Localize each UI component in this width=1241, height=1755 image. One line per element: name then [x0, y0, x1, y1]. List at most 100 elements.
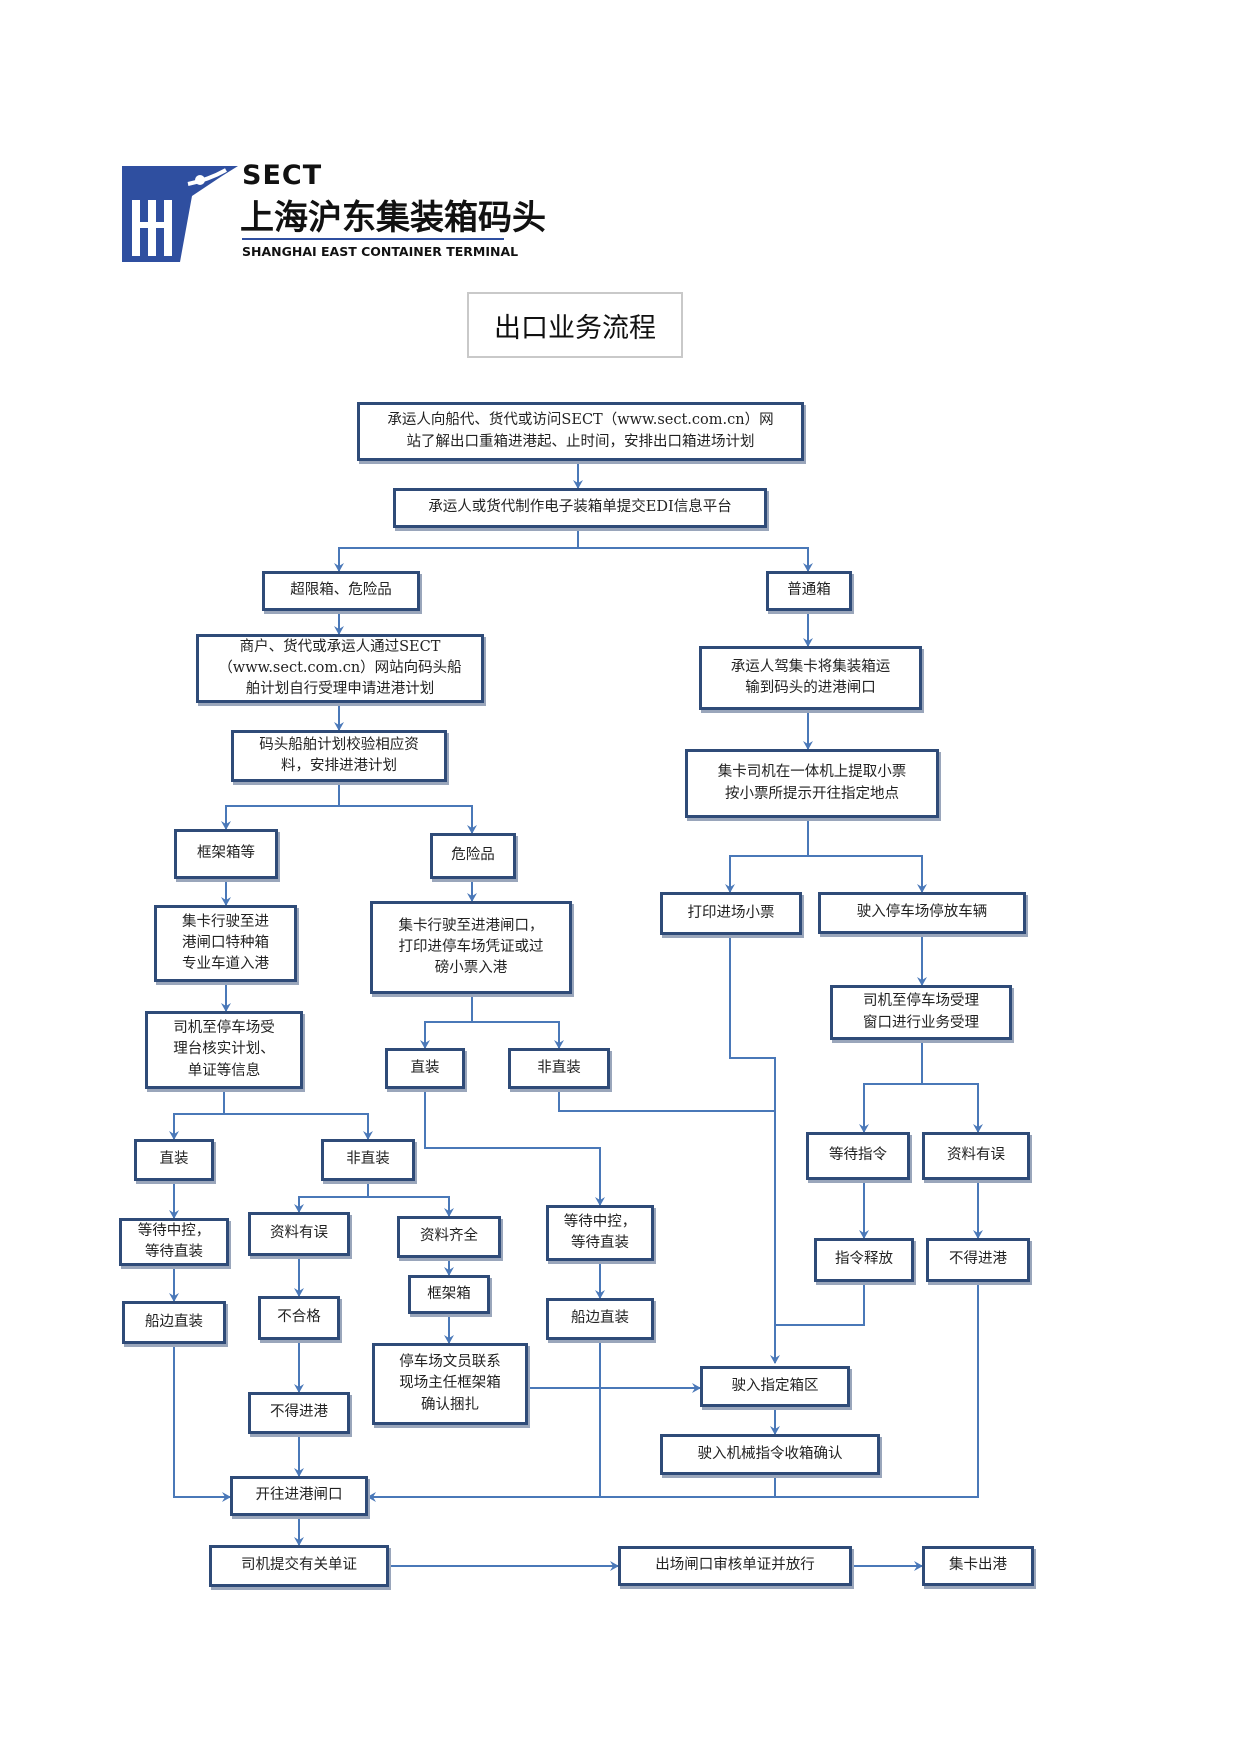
sect-logo: SECT 上海沪东集装箱码头 SHANGHAI EAST CONTAINER T… — [122, 160, 546, 270]
connector — [558, 1089, 775, 1112]
connector — [424, 1089, 605, 1206]
node-text: 集卡出港 — [949, 1557, 1007, 1574]
node-text: 船边直装 — [571, 1310, 629, 1327]
flow-step-await-instruction: 等待指令 — [806, 1132, 910, 1180]
node-text: 船边直装 — [145, 1313, 203, 1330]
node-text: 非直装 — [346, 1151, 390, 1168]
node-text: 驶入停车场停放车辆 — [856, 904, 988, 921]
connector — [578, 547, 813, 572]
connector — [725, 818, 809, 893]
node-text: 司机至停车场受理 窗口进行业务受理 — [863, 993, 979, 1031]
node-text: 等待指令 — [829, 1147, 887, 1164]
flow-step-oversize-dangerous: 超限箱、危险品 — [262, 571, 420, 611]
flow-step-submit-documents: 司机提交有关单证 — [209, 1545, 389, 1587]
flow-step-edi-submission: 承运人或货代制作电子装箱单提交EDI信息平台 — [393, 488, 767, 528]
node-text: 直装 — [410, 1059, 440, 1076]
node-text: 商户、货代或承运人通过SECT （www.sect.com.cn）网站向码头船 … — [218, 638, 462, 698]
logo-chinese-name: 上海沪东集装箱码头 — [240, 198, 546, 238]
flow-step-plan-verification: 码头船舶计划校验相应资 料，安排进港计划 — [231, 730, 447, 782]
node-text: 集卡行驶至进 港闸口特种箱 专业车道入港 — [182, 913, 269, 972]
node-text: 集卡行驶至进港闸口， 打印进停车场凭证或过 磅小票入港 — [398, 917, 544, 976]
node-text: 直装 — [159, 1151, 189, 1168]
connector — [294, 1181, 369, 1213]
flow-step-flat-rack: 框架箱等 — [174, 829, 278, 879]
flow-step-failed-check: 不合格 — [258, 1296, 340, 1340]
node-text: 码头船舶计划校验相应资 料，安排进港计划 — [259, 736, 419, 774]
sect-logo-mark — [122, 166, 238, 262]
node-text: 等待中控， 等待直装 — [563, 1213, 637, 1251]
flow-step-route-planning: 承运人向船代、货代或访问SECT（www.sect.com.cn）网 站了解出口… — [357, 402, 804, 461]
connector — [729, 935, 780, 1364]
node-text: 承运人驾集卡将集装箱运 输到码头的进港闸口 — [730, 658, 891, 696]
logo-code: SECT — [242, 160, 323, 191]
flow-step-shipside-loading-a: 船边直装 — [122, 1301, 226, 1344]
connector — [367, 1282, 979, 1502]
connector — [922, 1083, 983, 1133]
node-text: 打印进场小票 — [687, 904, 775, 921]
flow-step-await-control-b: 等待中控， 等待直装 — [546, 1205, 654, 1261]
node-text: 非直装 — [537, 1059, 581, 1076]
node-text: 危险品 — [451, 847, 495, 864]
connector — [334, 528, 579, 572]
flow-step-parking-desk-check: 司机至停车场受 理台核实计划、 单证等信息 — [145, 1011, 303, 1089]
connector — [808, 855, 927, 893]
node-text: 不合格 — [277, 1309, 321, 1326]
connector — [339, 805, 477, 834]
node-text: 驶入机械指令收箱确认 — [697, 1445, 843, 1462]
connector — [224, 1113, 373, 1140]
flow-step-special-lane-entry: 集卡行驶至进 港闸口特种箱 专业车道入港 — [154, 905, 297, 982]
node-text: 不得进港 — [949, 1251, 1007, 1268]
logo-underline — [242, 238, 504, 240]
flow-step-online-application: 商户、货代或承运人通过SECT （www.sect.com.cn）网站向码头船 … — [196, 634, 484, 703]
connector — [775, 1282, 865, 1326]
flow-step-instruction-released: 指令释放 — [814, 1238, 914, 1282]
flow-step-flat-rack-b: 框架箱 — [408, 1275, 490, 1314]
connector — [221, 782, 340, 830]
node-text: 资料齐全 — [420, 1228, 478, 1245]
logo-english-name: SHANGHAI EAST CONTAINER TERMINAL — [242, 244, 519, 259]
flow-step-ordinary-container: 普通箱 — [766, 571, 852, 611]
flow-step-park-vehicle: 驶入停车场停放车辆 — [818, 892, 1026, 934]
node-text: 承运人或货代制作电子装箱单提交EDI信息平台 — [428, 499, 732, 516]
connector — [368, 1196, 454, 1217]
flow-step-dg-gate-entry: 集卡行驶至进港闸口， 打印进停车场凭证或过 磅小票入港 — [370, 901, 572, 994]
node-text: 承运人向船代、货代或访问SECT（www.sect.com.cn）网 站了解出口… — [387, 412, 774, 450]
node-text: 普通箱 — [787, 582, 831, 599]
node-text: 驶入指定箱区 — [731, 1377, 819, 1394]
flow-step-ticket-kiosk: 集卡司机在一体机上提取小票 按小票所提示开往指定地点 — [685, 749, 939, 818]
flow-step-data-complete: 资料齐全 — [397, 1216, 501, 1258]
node-text: 超限箱、危险品 — [290, 582, 392, 599]
flow-step-non-direct-b: 非直装 — [508, 1048, 610, 1089]
flow-step-parking-window: 司机至停车场受理 窗口进行业务受理 — [830, 985, 1012, 1040]
flow-step-direct-loading-b: 直装 — [385, 1048, 465, 1089]
connector — [859, 1040, 923, 1133]
node-text: 开往进港闸口 — [255, 1487, 343, 1504]
flow-step-truck-exit: 集卡出港 — [922, 1546, 1034, 1586]
flow-step-shipside-loading-b: 船边直装 — [546, 1298, 654, 1340]
node-text: 集卡司机在一体机上提取小票 按小票所提示开往指定地点 — [717, 764, 907, 802]
flow-step-dangerous-goods: 危险品 — [430, 833, 516, 879]
connector — [169, 1089, 225, 1140]
flow-step-entry-denied-a: 不得进港 — [926, 1238, 1030, 1282]
node-text: 司机提交有关单证 — [241, 1557, 357, 1574]
node-text: 指令释放 — [835, 1251, 893, 1268]
node-text: 框架箱 — [427, 1285, 471, 1302]
node-text: 资料有误 — [270, 1225, 328, 1242]
node-text: 出场闸口审核单证并放行 — [655, 1557, 815, 1574]
connector — [472, 1021, 564, 1049]
flow-step-truck-to-gate: 承运人驾集卡将集装箱运 输到码头的进港闸口 — [699, 646, 922, 710]
flow-step-data-error-b: 资料有误 — [248, 1212, 350, 1256]
connector — [173, 1344, 231, 1502]
node-text: 等待中控， 等待直装 — [137, 1222, 211, 1260]
flow-step-machine-receipt: 驶入机械指令收箱确认 — [660, 1434, 880, 1475]
node-text: 框架箱等 — [197, 845, 255, 862]
flow-step-non-direct-a: 非直装 — [321, 1139, 415, 1181]
flow-step-data-error-a: 资料有误 — [922, 1132, 1030, 1180]
node-text: 不得进港 — [270, 1404, 328, 1421]
connector — [420, 994, 473, 1049]
flow-step-entry-denied-b: 不得进港 — [248, 1392, 350, 1434]
document-title: 出口业务流程 — [467, 292, 683, 358]
flow-step-lashing-confirmation: 停车场文员联系 现场主任框架箱 确认捆扎 — [372, 1343, 528, 1425]
